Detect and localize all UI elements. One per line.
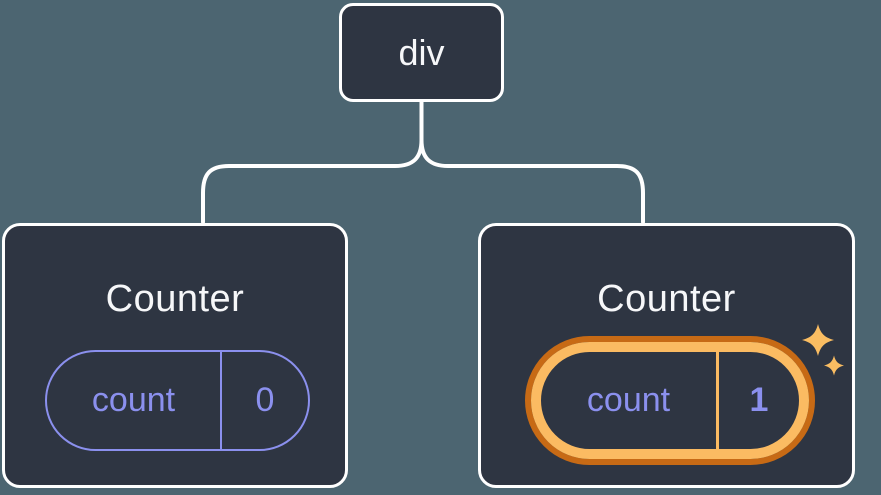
state-pill-key: count (586, 381, 671, 419)
root-node-div: div (339, 3, 504, 102)
root-node-label: div (398, 31, 445, 73)
counter-title: Counter (597, 278, 736, 320)
state-pill-highlight-ring-outer: count 1 (525, 336, 815, 465)
state-pill-highlight-ring-inner: count 1 (531, 342, 809, 459)
counter-card-left: Counter count 0 (2, 223, 348, 488)
state-pill-value: 1 (716, 352, 799, 449)
counter-title: Counter (105, 278, 245, 320)
counter-card-right: Counter count 1 (478, 223, 855, 488)
state-pill-highlighted: count 1 (541, 352, 799, 449)
state-pill: count 0 (45, 350, 310, 451)
connector-branch-left (201, 138, 424, 224)
connector-branch-right (419, 138, 645, 224)
state-pill-value: 0 (220, 352, 308, 449)
state-pill-key: count (91, 381, 176, 419)
